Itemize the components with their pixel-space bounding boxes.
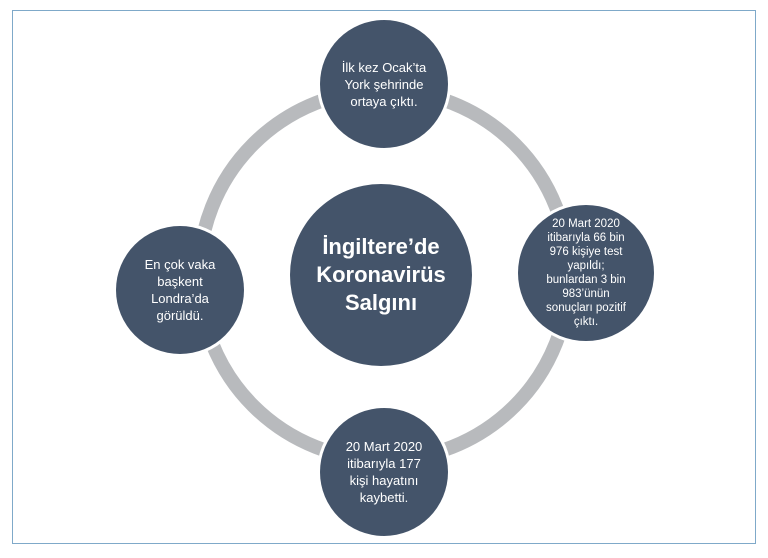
center-node: İngiltere’de Koronavirüs Salgını [290,184,472,366]
top-node: İlk kez Ocak’ta York şehrinde ortaya çık… [320,20,448,148]
top-node-label: İlk kez Ocak’ta York şehrinde ortaya çık… [341,59,427,109]
center-node-label: İngiltere’de Koronavirüs Salgını [316,234,446,315]
right-node-label: 20 Mart 2020 itibarıyla 66 bin 976 kişiy… [546,218,626,328]
left-node-label: En çok vaka başkent Londra’da görüldü. [144,257,216,323]
bottom-node-label: 20 Mart 2020 itibarıyla 177 kişi hayatın… [345,439,423,505]
right-node: 20 Mart 2020 itibarıyla 66 bin 976 kişiy… [518,205,654,341]
bottom-node: 20 Mart 2020 itibarıyla 177 kişi hayatın… [320,408,448,536]
left-node: En çok vaka başkent Londra’da görüldü. [116,226,244,354]
